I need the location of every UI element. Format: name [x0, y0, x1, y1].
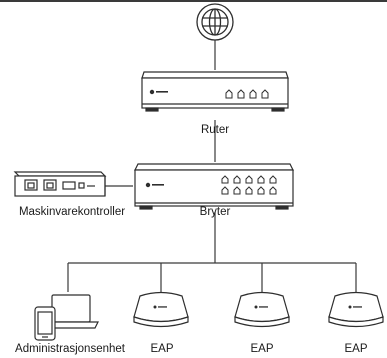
management-label: Administrasjonsenhet [15, 343, 125, 355]
eap2-label: EAP [250, 343, 274, 355]
hardware-controller-icon [13, 171, 107, 197]
switch-label: Bryter [199, 206, 231, 218]
globe-icon [196, 3, 234, 41]
router-logo [149, 89, 168, 95]
top-divider [0, 0, 387, 2]
ceiling-access-point-icon [234, 291, 290, 328]
eap1-label: EAP [150, 343, 174, 355]
router-label: Ruter [200, 124, 230, 136]
connection-lines [67, 40, 357, 292]
controller-label: Maskinvarekontroller [18, 206, 126, 218]
switch-logo [145, 182, 164, 188]
ceiling-access-point-icon [133, 291, 189, 328]
router-icon [141, 71, 289, 112]
ceiling-access-point-icon [328, 291, 384, 328]
eap3-label: EAP [344, 343, 368, 355]
laptop-phone-icon [34, 294, 99, 341]
switch-icon [134, 163, 294, 210]
